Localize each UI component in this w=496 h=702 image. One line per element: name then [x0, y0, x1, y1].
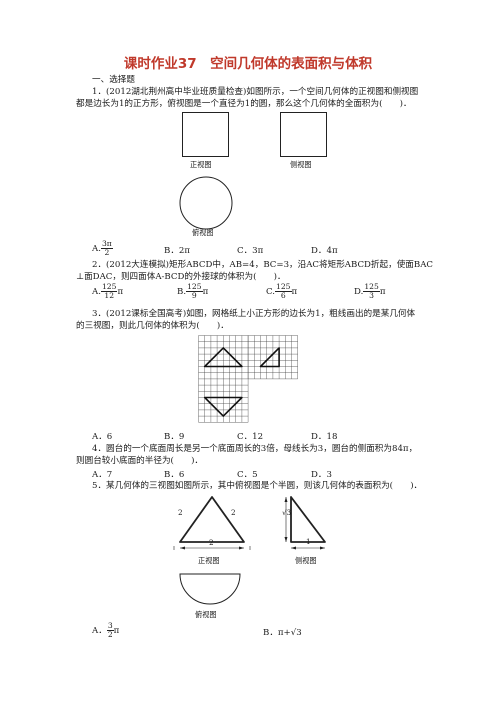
- q3-grid-three-views: [198, 335, 298, 423]
- q5-option-b: B．π+√3: [263, 628, 302, 638]
- q5-front-view: [173, 496, 251, 550]
- q5-side-height: √3: [282, 508, 292, 517]
- q3-front-triangle: [203, 347, 243, 368]
- q1-line1: 1．(2012湖北荆州高中毕业班质量检查)如图所示，一个空间几何体的正视图和侧视…: [92, 87, 419, 97]
- q5-dim-right: 2: [231, 508, 236, 517]
- q4-option-b: B．6: [164, 470, 185, 480]
- q1-option-c: C．3π: [237, 246, 264, 256]
- q5-side-label: 侧视图: [295, 556, 317, 565]
- q3-side-triangle: [259, 347, 280, 368]
- q5-dim-bottom: 2: [209, 538, 214, 547]
- q5-dim-left: 2: [178, 508, 183, 517]
- q4-option-a: A．7: [92, 470, 113, 480]
- q3-option-c: C．12: [237, 432, 264, 442]
- q4-option-c: C．5: [237, 470, 258, 480]
- q1-side-label: 侧视图: [290, 160, 312, 169]
- q1-front-label: 正视图: [190, 160, 212, 169]
- q4-line2: 则圆台较小底面的半径为( )．: [76, 456, 204, 466]
- q3-option-a: A．6: [92, 432, 113, 442]
- q1-option-d: D．4π: [311, 246, 338, 256]
- q3-line1: 3．(2012课标全国高考)如图，网格纸上小正方形的边长为1，粗线画出的是某几何…: [92, 309, 416, 319]
- q5-side-base: 1: [306, 537, 311, 546]
- q1-side-view: [280, 112, 327, 157]
- q1-top-view: [179, 176, 233, 230]
- q4-option-d: D．3: [311, 470, 332, 480]
- q5-line1: 5．某几何体的三视图如图所示，其中俯视图是个半圆，则该几何体的表面积为( )．: [92, 481, 423, 491]
- q5-front-label: 正视图: [198, 556, 220, 565]
- q4-line1: 4．圆台的一个底面周长是另一个底面周长的3倍，母线长为3，圆台的侧面积为84π，: [92, 444, 418, 454]
- section-heading: 一、选择题: [92, 75, 135, 85]
- q2-line2: ⊥面DAC，则四面体A-BCD的外接球的体积为( )．: [76, 272, 286, 282]
- q3-option-d: D．18: [311, 432, 338, 442]
- q1-front-view: [182, 112, 229, 157]
- q3-top-triangle: [203, 396, 243, 417]
- page-title: 课时作业37 空间几何体的表面积与体积: [123, 56, 373, 72]
- q5-top-view: [179, 573, 241, 605]
- q1-line2: 都是边长为1的正方形，俯视图是一个直径为1的圆，那么这个几何体的全面积为( )．: [76, 99, 412, 109]
- q1-option-b: B．2π: [164, 246, 191, 256]
- q3-line2: 的三视图，则此几何体的体积为( )．: [76, 321, 229, 331]
- q5-side-view: [284, 496, 326, 550]
- q3-option-b: B．9: [164, 432, 185, 442]
- q5-top-label: 俯视图: [195, 610, 217, 619]
- q2-line1: 2．(2012大连模拟)矩形ABCD中，AB=4，BC=3，沿AC将矩形ABCD…: [92, 260, 433, 270]
- q1-top-label: 俯视图: [192, 228, 214, 237]
